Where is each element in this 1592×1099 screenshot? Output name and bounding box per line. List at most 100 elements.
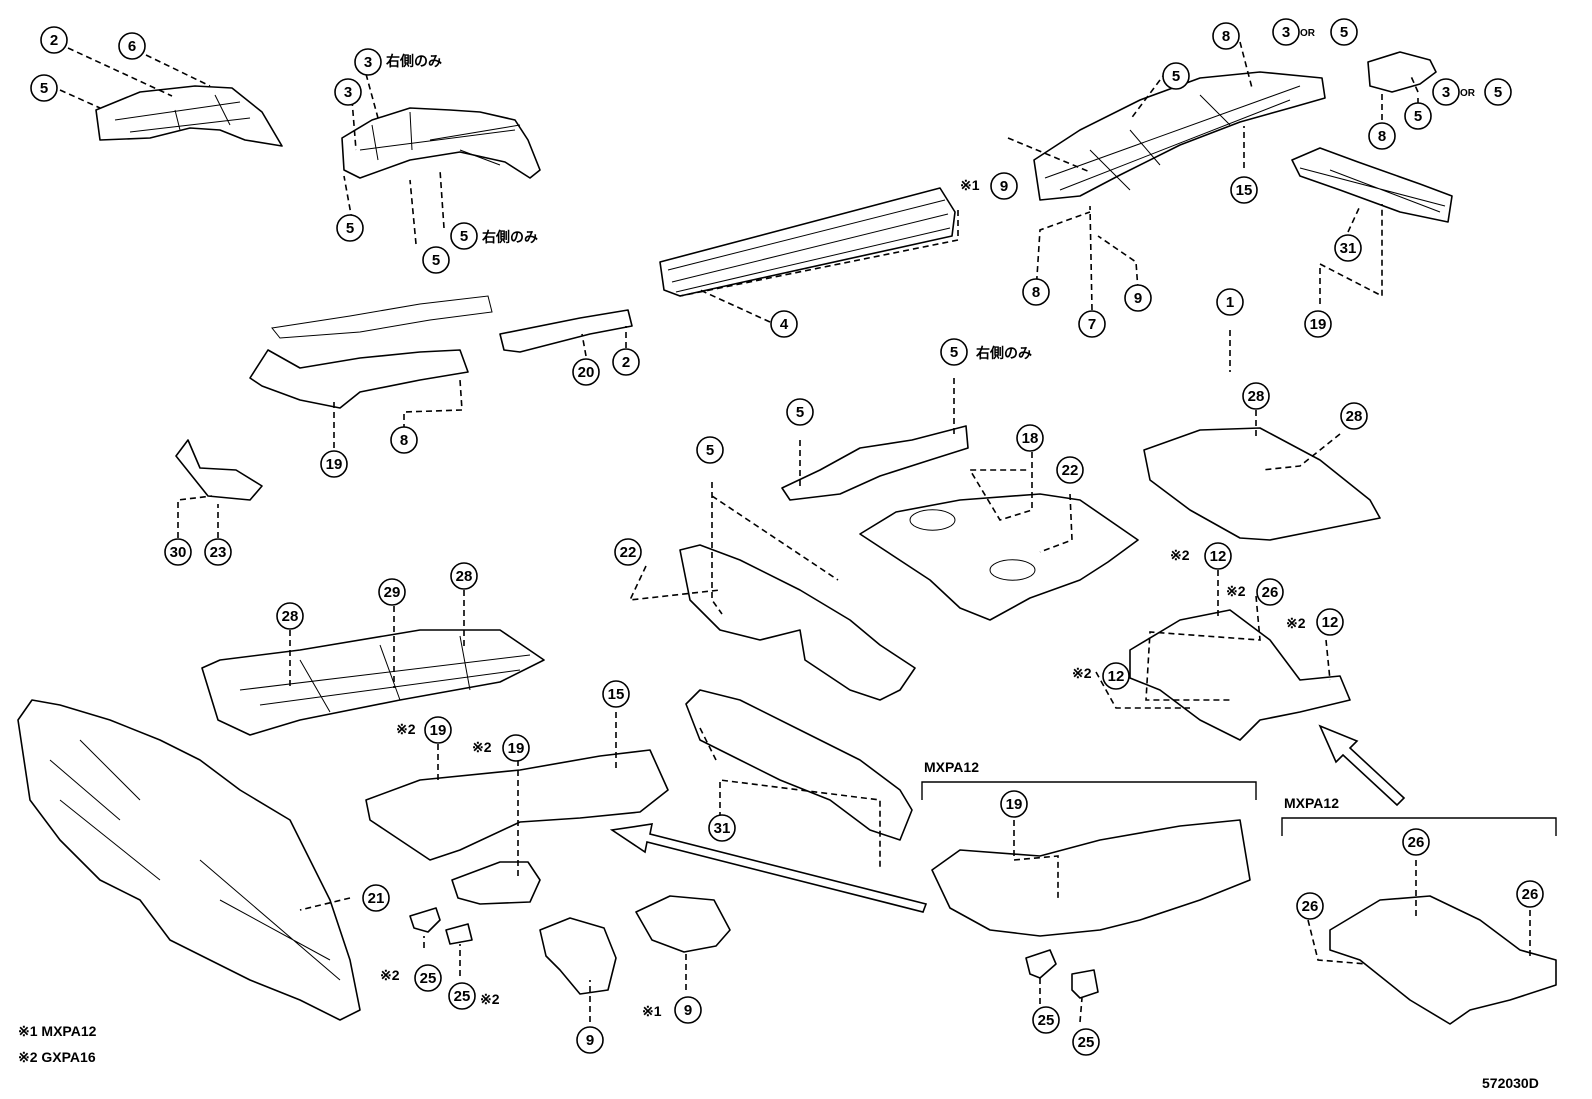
callout-number: 4 — [780, 316, 789, 333]
part-rear-crossmember — [1129, 609, 1351, 741]
callout-19[interactable]: 19 — [502, 734, 530, 762]
callout-26[interactable]: 26 — [1402, 828, 1430, 856]
callout-circle — [1072, 1028, 1100, 1056]
callout-26[interactable]: 26 — [1516, 880, 1544, 908]
callout-circle — [1296, 892, 1324, 920]
callout-circle — [1204, 542, 1232, 570]
part-tunnel-brace — [679, 544, 916, 701]
part-rocker-sill — [659, 187, 956, 297]
callout-22[interactable]: 22 — [614, 538, 642, 566]
callout-25[interactable]: 25 — [1072, 1028, 1100, 1056]
callout-5[interactable]: 5 — [1162, 62, 1190, 90]
callout-circle — [1304, 310, 1332, 338]
callout-4[interactable]: 4 — [770, 310, 798, 338]
callout-number: 21 — [368, 890, 385, 907]
callout-5[interactable]: 5 — [1330, 18, 1358, 46]
callout-5[interactable]: 5 — [30, 74, 58, 102]
callout-18[interactable]: 18 — [1016, 424, 1044, 452]
callout-number: 5 — [40, 80, 48, 97]
callout-circle — [602, 680, 630, 708]
callout-circle — [40, 26, 68, 54]
callout-21[interactable]: 21 — [362, 884, 390, 912]
callout-5[interactable]: 5 — [786, 398, 814, 426]
callout-2[interactable]: 2 — [40, 26, 68, 54]
callout-12[interactable]: 12 — [1316, 608, 1344, 636]
callout-5[interactable]: 5 — [940, 338, 968, 366]
callout-5[interactable]: 5 — [450, 222, 478, 250]
callout-5[interactable]: 5 — [1404, 102, 1432, 130]
callout-9[interactable]: 9 — [674, 996, 702, 1024]
callout-number: 19 — [326, 456, 343, 473]
part-mxpa12-crossmember — [1329, 895, 1557, 1025]
callout-3[interactable]: 3 — [1432, 78, 1460, 106]
callout-29[interactable]: 29 — [378, 578, 406, 606]
callout-15[interactable]: 15 — [1230, 176, 1258, 204]
callout-28[interactable]: 28 — [1340, 402, 1368, 430]
callout-9[interactable]: 9 — [990, 172, 1018, 200]
callout-22[interactable]: 22 — [1056, 456, 1084, 484]
callout-3[interactable]: 3 — [1272, 18, 1300, 46]
callout-30[interactable]: 30 — [164, 538, 192, 566]
callout-circle — [1162, 62, 1190, 90]
callout-number: 5 — [706, 442, 714, 459]
callout-19[interactable]: 19 — [320, 450, 348, 478]
callout-12[interactable]: 12 — [1102, 662, 1130, 690]
callout-8[interactable]: 8 — [1022, 278, 1050, 306]
callout-25[interactable]: 25 — [414, 964, 442, 992]
callout-number: 5 — [1494, 84, 1502, 101]
callout-8[interactable]: 8 — [390, 426, 418, 454]
callout-28[interactable]: 28 — [1242, 382, 1270, 410]
callout-number: 19 — [430, 722, 447, 739]
callout-number: 15 — [608, 686, 625, 703]
callout-circle — [940, 338, 968, 366]
callout-31[interactable]: 31 — [708, 814, 736, 842]
callout-5[interactable]: 5 — [696, 436, 724, 464]
callout-5[interactable]: 5 — [422, 246, 450, 274]
callout-circle — [450, 562, 478, 590]
callout-number: 5 — [1414, 108, 1422, 125]
callout-number: 7 — [1088, 316, 1096, 333]
callout-circle — [390, 426, 418, 454]
callout-26[interactable]: 26 — [1256, 578, 1284, 606]
callout-28[interactable]: 28 — [276, 602, 304, 630]
callout-9[interactable]: 9 — [1124, 284, 1152, 312]
callout-25[interactable]: 25 — [1032, 1006, 1060, 1034]
callout-3[interactable]: 3 — [334, 78, 362, 106]
callout-circle — [204, 538, 232, 566]
callout-number: 5 — [460, 228, 468, 245]
callout-6[interactable]: 6 — [118, 32, 146, 60]
callout-25[interactable]: 25 — [448, 982, 476, 1010]
callout-7[interactable]: 7 — [1078, 310, 1106, 338]
callout-1[interactable]: 1 — [1216, 288, 1244, 316]
callout-23[interactable]: 23 — [204, 538, 232, 566]
callout-circle — [448, 982, 476, 1010]
callout-28[interactable]: 28 — [450, 562, 478, 590]
callout-3[interactable]: 3 — [354, 48, 382, 76]
callout-2[interactable]: 2 — [612, 348, 640, 376]
callout-31[interactable]: 31 — [1334, 234, 1362, 262]
note-mark: ※2 — [472, 739, 492, 755]
callout-number: 3 — [1442, 84, 1450, 101]
callout-19[interactable]: 19 — [1304, 310, 1332, 338]
callout-8[interactable]: 8 — [1212, 22, 1240, 50]
callout-19[interactable]: 19 — [424, 716, 452, 744]
callout-8[interactable]: 8 — [1368, 122, 1396, 150]
part-front-apron — [341, 107, 541, 179]
callout-5[interactable]: 5 — [336, 214, 364, 242]
callout-5[interactable]: 5 — [1484, 78, 1512, 106]
footnote-1: ※1 MXPA12 — [18, 1023, 97, 1039]
note-mark: ※1 — [960, 177, 980, 193]
callout-circle — [1368, 122, 1396, 150]
callout-20[interactable]: 20 — [572, 358, 600, 386]
callout-26[interactable]: 26 — [1296, 892, 1324, 920]
callout-19[interactable]: 19 — [1000, 790, 1028, 818]
part-front-floor-member — [365, 749, 669, 861]
callout-circle — [1022, 278, 1050, 306]
callout-circle — [1230, 176, 1258, 204]
callout-number: 31 — [714, 820, 731, 837]
callout-15[interactable]: 15 — [602, 680, 630, 708]
callout-12[interactable]: 12 — [1204, 542, 1232, 570]
callout-9[interactable]: 9 — [576, 1026, 604, 1054]
callout-number: 25 — [1078, 1034, 1095, 1051]
